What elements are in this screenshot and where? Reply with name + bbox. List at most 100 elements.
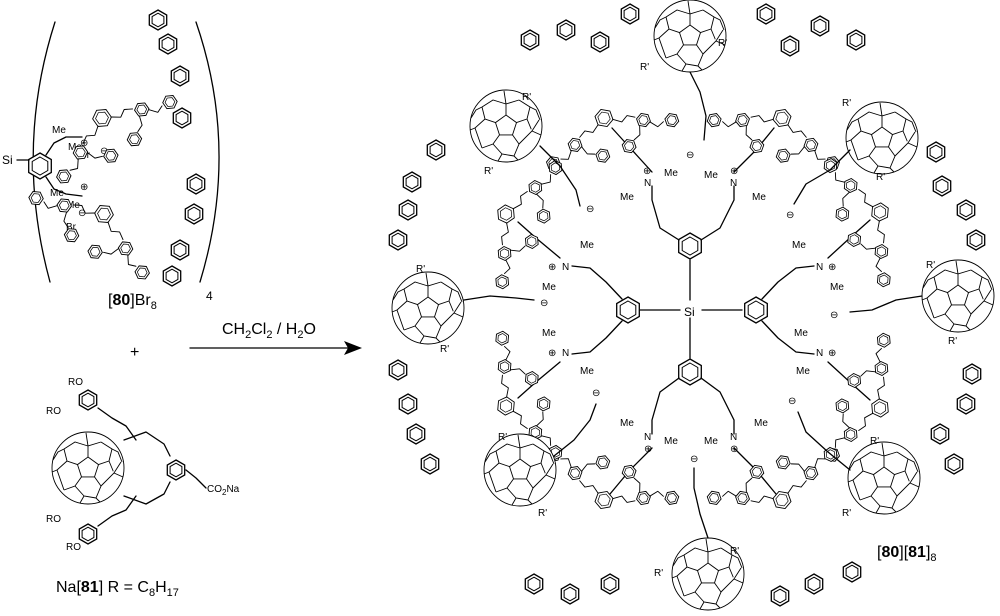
svg-text:N: N [644, 432, 651, 443]
si-atom-left: Si [2, 153, 13, 167]
svg-text:Me: Me [796, 366, 810, 377]
plus-sign: + [130, 344, 139, 361]
svg-text:⊕: ⊕ [548, 262, 556, 273]
svg-text:R': R' [522, 92, 531, 103]
svg-text:⊖: ⊖ [586, 204, 594, 215]
svg-text:R': R' [484, 166, 493, 177]
svg-text:⊖: ⊖ [786, 210, 794, 221]
ammonium-left-top: N ⊕ Me Me [542, 240, 594, 293]
svg-text:R': R' [440, 344, 449, 355]
svg-text:⊖: ⊖ [540, 298, 548, 309]
svg-text:N: N [644, 178, 651, 189]
svg-text:Me: Me [830, 282, 844, 293]
svg-text:Me: Me [664, 168, 678, 179]
svg-text:Me: Me [620, 418, 634, 429]
ammonium-bottom-left: N ⊕ Me Me [620, 418, 678, 455]
ammonium-bottom-right: N ⊕ Me Me [704, 418, 768, 455]
fullerene-lower-left [483, 433, 557, 507]
svg-text:⊖: ⊖ [686, 150, 694, 161]
fullerene-top [653, 0, 727, 73]
svg-text:Me: Me [50, 188, 64, 199]
svg-text:Me: Me [542, 328, 556, 339]
fullerene-left [391, 271, 465, 345]
multiplier-4: 4 [206, 289, 213, 303]
svg-text:RO: RO [66, 542, 81, 553]
ammonium-right-top: N ⊕ Me Me [792, 240, 844, 293]
svg-text:R': R' [730, 546, 739, 557]
svg-text:Me: Me [752, 192, 766, 203]
svg-text:R': R' [842, 508, 851, 519]
svg-text:⊖: ⊖ [830, 310, 838, 321]
svg-text:N: N [816, 348, 823, 359]
svg-text:⊕: ⊕ [643, 166, 651, 177]
svg-text:⊕: ⊕ [80, 138, 88, 149]
svg-text:⊕: ⊕ [730, 444, 738, 455]
svg-text:N: N [562, 348, 569, 359]
left-bracket [32, 21, 56, 283]
svg-text:⊖: ⊖ [788, 396, 796, 407]
svg-text:⊕: ⊕ [828, 262, 836, 273]
svg-text:⊖: ⊖ [592, 388, 600, 399]
svg-text:⊕: ⊕ [548, 348, 556, 359]
svg-text:Me: Me [66, 200, 80, 211]
svg-text:Me: Me [794, 328, 808, 339]
svg-text:Me: Me [580, 240, 594, 251]
svg-text:⊖: ⊖ [78, 208, 86, 219]
dendron-lower-left [21, 166, 168, 291]
svg-text:Me: Me [704, 436, 718, 447]
reaction-conditions: CH2Cl2 / H2O [222, 321, 316, 341]
svg-text:R': R' [538, 508, 547, 519]
svg-text:⊖: ⊖ [100, 146, 108, 157]
svg-text:Me: Me [754, 418, 768, 429]
svg-text:RO: RO [46, 406, 61, 417]
ammonium-right-bottom: N ⊕ Me Me [794, 328, 836, 377]
svg-text:R': R' [948, 336, 957, 347]
r-prime-labels: R' R' R' R' R' R' R' R' R' R' R' R' R' R… [416, 38, 957, 579]
svg-text:R': R' [498, 432, 507, 443]
compound-81-label: Na[81] R = C8H17 [56, 579, 179, 599]
svg-text:Me: Me [580, 366, 594, 377]
compound-81-sodium: RO RO RO RO CO2Na Na[81] R = C8H17 [46, 377, 240, 599]
fullerene-lower-right [847, 441, 921, 515]
svg-text:⊕: ⊕ [644, 444, 652, 455]
svg-text:N: N [730, 178, 737, 189]
si-atom-core: Si [684, 305, 695, 319]
svg-text:RO: RO [46, 514, 61, 525]
core-ring-left [28, 152, 52, 180]
svg-text:R': R' [718, 38, 727, 49]
ammonium-top-left: N ⊕ Me Me [620, 166, 678, 203]
right-bracket [195, 21, 220, 283]
svg-text:Br: Br [66, 222, 77, 233]
svg-text:N: N [562, 262, 569, 273]
svg-text:Me: Me [52, 125, 66, 136]
compound-80-bromide: Si Me Me Me Me ⊕ ⊕ Br ⊖ Br ⊖ 4 [2, 9, 220, 312]
svg-text:N: N [816, 262, 823, 273]
reaction-arrow: CH2Cl2 / H2O [189, 321, 362, 355]
svg-text:RO: RO [68, 377, 83, 388]
svg-text:R': R' [654, 568, 663, 579]
svg-text:R': R' [926, 260, 935, 271]
svg-text:Me: Me [704, 170, 718, 181]
svg-text:⊕: ⊕ [828, 348, 836, 359]
svg-text:Me: Me [792, 240, 806, 251]
svg-text:Me: Me [542, 282, 556, 293]
carboxylate-label: CO2Na [207, 484, 240, 497]
product-label: [80][81]8 [877, 544, 937, 564]
ammonium-left-bottom: N ⊕ Me Me [542, 328, 594, 377]
svg-text:R': R' [842, 98, 851, 109]
benzyl-groups-upper [148, 9, 192, 129]
svg-text:Me: Me [664, 436, 678, 447]
svg-text:N: N [730, 432, 737, 443]
svg-text:R': R' [416, 264, 425, 275]
product-complex: Si N ⊕ Me Me N ⊕ Me Me [388, 0, 995, 611]
svg-text:R': R' [876, 172, 885, 183]
fullerene-upper-right [845, 101, 919, 175]
svg-text:Me: Me [620, 192, 634, 203]
benzyl-groups-lower [162, 173, 206, 287]
svg-text:R': R' [870, 436, 879, 447]
svg-text:Me: Me [68, 142, 82, 153]
fullerene-reactant [51, 431, 125, 505]
svg-text:⊕: ⊕ [80, 182, 88, 193]
svg-text:⊖: ⊖ [690, 454, 698, 465]
